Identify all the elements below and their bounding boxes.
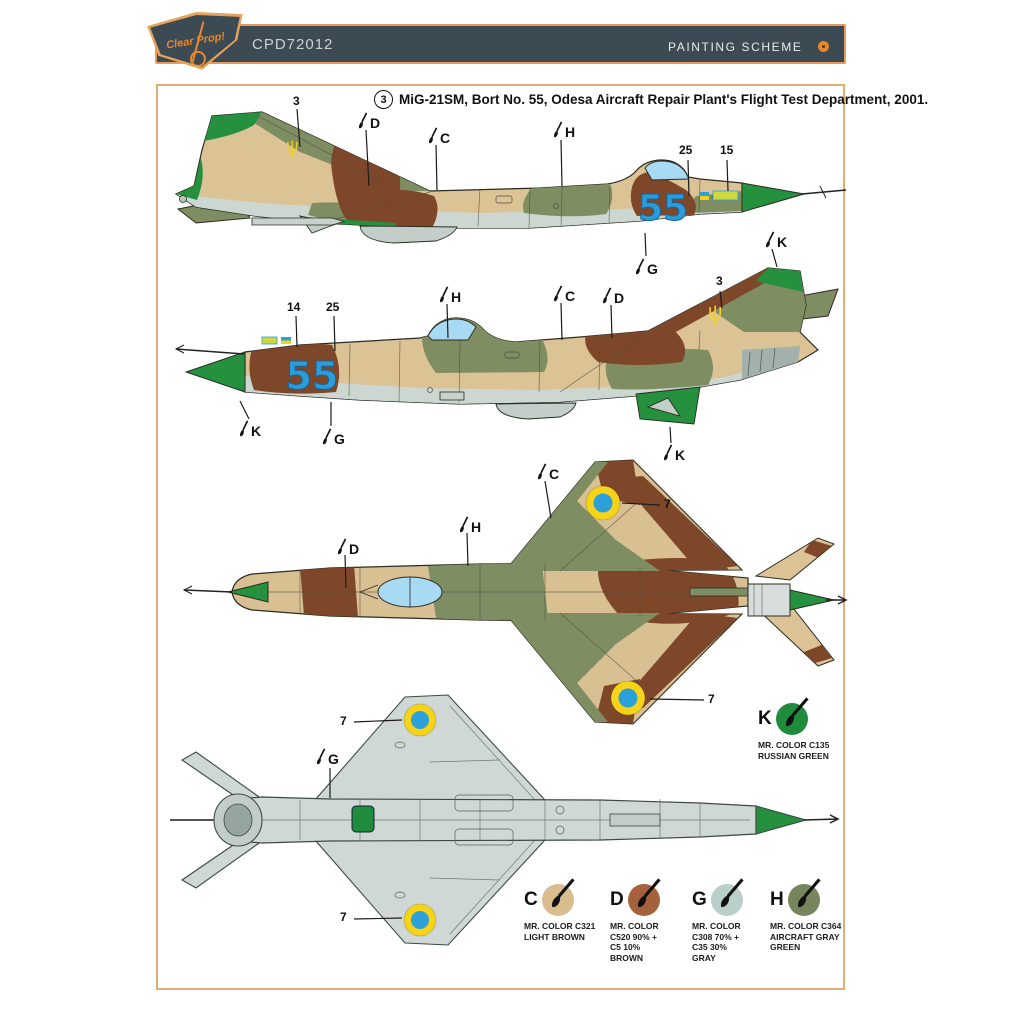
callout-14: 14 <box>287 300 301 314</box>
pitot-boom <box>801 189 847 195</box>
paintbrush-icon <box>766 231 775 248</box>
radome <box>184 351 246 393</box>
callout-paint-G: G <box>315 748 339 766</box>
paint-swatch <box>541 878 575 916</box>
paintbrush-icon <box>797 878 821 908</box>
paintbrush-icon <box>240 420 249 437</box>
paint-swatch <box>627 878 661 916</box>
callout-3: 3 <box>716 274 723 288</box>
ventral-fin <box>646 397 682 417</box>
header-bar <box>155 24 846 64</box>
paintbrush-icon <box>538 463 547 480</box>
drop-tank <box>359 225 458 244</box>
pitot-boom <box>183 589 233 593</box>
radome <box>227 581 269 603</box>
callout-paint-C: C <box>536 463 559 481</box>
missile <box>251 217 346 226</box>
callout-paint-H: H <box>458 516 481 534</box>
tailplane <box>180 751 264 802</box>
paintbrush-icon <box>664 444 673 461</box>
pitot-boom <box>803 814 840 824</box>
bort-number: 55 <box>286 354 339 398</box>
paint-swatch <box>787 878 821 916</box>
callout-paint-C: C <box>427 127 450 145</box>
paintbrush-icon <box>338 538 347 555</box>
callout-paint-K: K <box>238 420 261 438</box>
canopy <box>427 318 477 341</box>
green-access-panel <box>351 805 375 833</box>
paintbrush-icon <box>429 127 438 144</box>
callout-paint-K: K <box>764 231 787 249</box>
paint-swatch <box>710 878 744 916</box>
radome <box>755 805 809 835</box>
paintbrush-icon <box>554 121 563 138</box>
paintbrush-icon <box>551 878 575 908</box>
bort-number: 55 <box>638 188 688 229</box>
roundel <box>403 903 437 937</box>
callout-paint-D: D <box>336 538 359 556</box>
bottom-view <box>170 694 840 946</box>
pitot-boom <box>175 348 245 355</box>
drop-tank <box>495 402 577 420</box>
paintbrush-icon <box>440 286 449 303</box>
paintbrush-icon <box>359 112 368 129</box>
tailplane <box>180 838 264 889</box>
section-title: PAINTING SCHEME <box>668 40 803 54</box>
callout-25: 25 <box>326 300 340 314</box>
paintbrush-icon <box>460 516 469 533</box>
paintbrush-icon <box>603 287 612 304</box>
paintbrush-icon <box>554 285 563 302</box>
callout-25: 25 <box>679 143 693 157</box>
callout-7: 7 <box>340 910 347 924</box>
callout-3: 3 <box>293 94 300 108</box>
product-code: CPD72012 <box>252 36 334 53</box>
callout-7: 7 <box>340 714 347 728</box>
roundel <box>585 485 621 521</box>
side-profile-starboard-view: 55 <box>175 111 847 244</box>
roundel-icon <box>190 51 207 68</box>
paintbrush-icon <box>636 258 645 275</box>
callout-7: 7 <box>708 692 715 706</box>
callout-paint-G: G <box>321 428 345 446</box>
side-profile-port-view: 55 <box>174 267 839 425</box>
scheme-title-text: MiG-21SM, Bort No. 55, Odesa Aircraft Re… <box>399 92 929 107</box>
paintbrush-icon <box>317 748 326 765</box>
callout-paint-K: K <box>662 444 685 462</box>
callout-paint-G: G <box>634 258 658 276</box>
tail-decal <box>712 190 739 201</box>
callout-paint-C: C <box>552 285 575 303</box>
top-view <box>182 459 848 725</box>
paint-swatch <box>775 697 809 735</box>
callout-7: 7 <box>664 497 671 511</box>
radome <box>741 182 805 213</box>
callout-paint-D: D <box>601 287 624 305</box>
callout-15: 15 <box>720 143 734 157</box>
roundel <box>610 680 646 716</box>
callout-paint-H: H <box>552 121 575 139</box>
scheme-title: 3 MiG-21SM, Bort No. 55, Odesa Aircraft … <box>374 90 928 109</box>
canopy <box>644 160 689 181</box>
accent-dot-icon <box>818 41 829 52</box>
paintbrush-icon <box>785 697 809 727</box>
tail-cone <box>789 589 835 611</box>
callout-paint-D: D <box>357 112 380 130</box>
paintbrush-icon <box>720 878 744 908</box>
paintbrush-icon <box>637 878 661 908</box>
scheme-number-badge: 3 <box>374 90 393 109</box>
callout-paint-H: H <box>438 286 461 304</box>
roundel <box>403 703 437 737</box>
paintbrush-icon <box>323 428 332 445</box>
